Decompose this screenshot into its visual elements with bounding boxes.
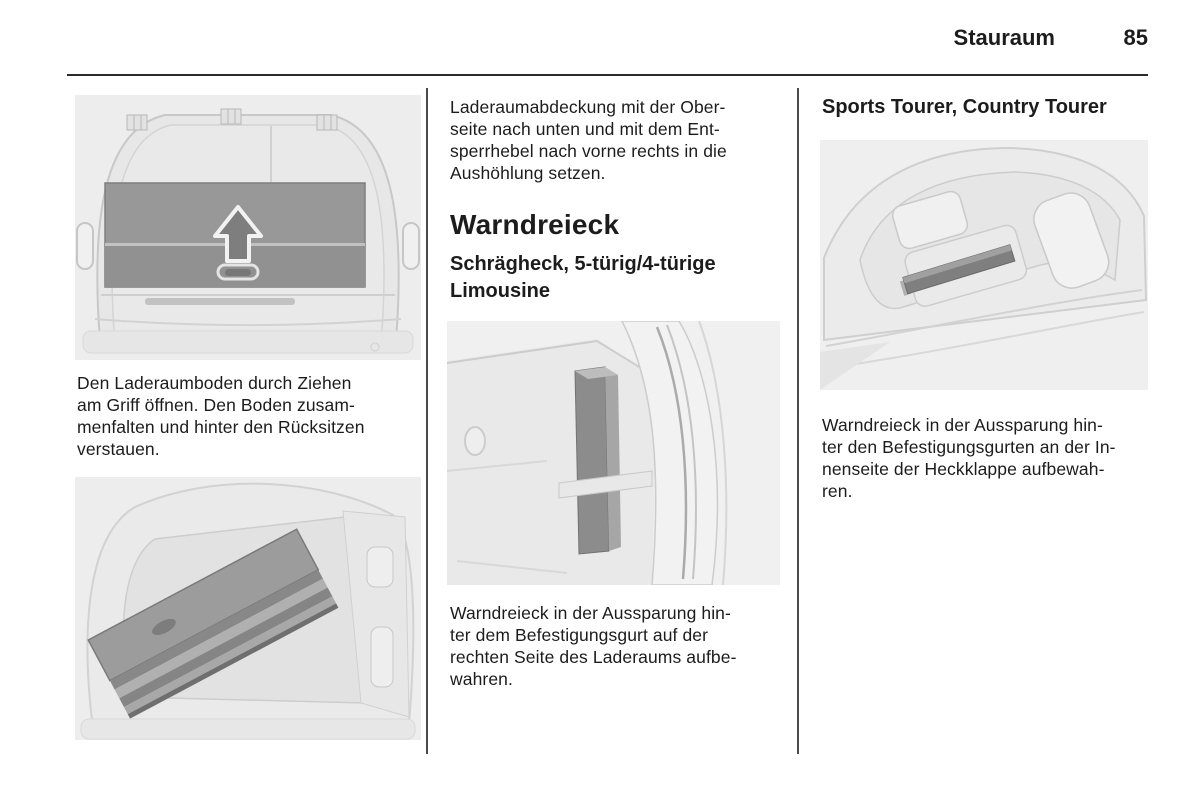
- figure-load-floor-with-arrow: [75, 95, 421, 360]
- paragraph-cover-stowage: Laderaumabdeckung mit der Ober- seite na…: [450, 97, 727, 183]
- up-arrow-icon: [213, 205, 263, 263]
- door-seal-line: [655, 326, 688, 580]
- sill-and-bumper: [82, 294, 414, 354]
- trim-line: [447, 460, 548, 472]
- retaining-strap: [558, 470, 653, 499]
- body-curve-upper: [825, 289, 1143, 347]
- warning-triangle-case: [574, 366, 621, 555]
- paragraph-triangle-hatchback: Warndreieck in der Aussparung hin- ter d…: [450, 603, 737, 689]
- body-curve-lower: [829, 311, 1145, 369]
- paragraph-load-floor: Den Laderaumboden durch Ziehen am Griff …: [77, 373, 365, 459]
- grab-handle-recess: [1033, 192, 1110, 289]
- seatback-latch-grids: [126, 108, 338, 131]
- floor-handle: [152, 618, 176, 636]
- trim-cutout-upper: [366, 546, 394, 588]
- door-seal-line-outer: [666, 324, 697, 580]
- page-number: 85: [1123, 25, 1148, 50]
- subheading-sports-country-tourer: Sports Tourer, Country Tourer: [822, 96, 1107, 118]
- left-tiedown-ring: [76, 222, 94, 270]
- heading-warning-triangle: Warndreieck: [450, 209, 620, 240]
- trim-cutout-lower: [370, 626, 394, 688]
- figure-folded-floor-stowed: [75, 477, 421, 740]
- body-edge-curve: [698, 321, 728, 585]
- right-tiedown-ring: [402, 222, 420, 270]
- side-hook: [464, 426, 486, 456]
- figure-warning-triangle-hatchback: [447, 321, 780, 585]
- header-rule: [67, 74, 1148, 76]
- column-divider-right: [797, 88, 799, 754]
- figure-warning-triangle-tailgate: [820, 140, 1148, 390]
- floor-handle: [216, 263, 260, 281]
- corner-shade: [820, 342, 890, 390]
- floor-line: [456, 560, 568, 574]
- inner-recess-left: [891, 190, 969, 250]
- trunk-side-shelf: [447, 339, 657, 585]
- c-pillar-band: [621, 321, 719, 585]
- paragraph-triangle-tourer: Warndreieck in der Aussparung hin- ter d…: [822, 415, 1116, 501]
- column-divider-left: [426, 88, 428, 754]
- folded-load-floor: [87, 528, 339, 719]
- warning-triangle-case: [899, 244, 1016, 296]
- bumper-sill: [80, 718, 416, 740]
- page-header-title: Stauraum: [953, 25, 1055, 50]
- subheading-hatchback-sedan: Schrägheck, 5-türig/4-türige Limousine: [450, 253, 716, 302]
